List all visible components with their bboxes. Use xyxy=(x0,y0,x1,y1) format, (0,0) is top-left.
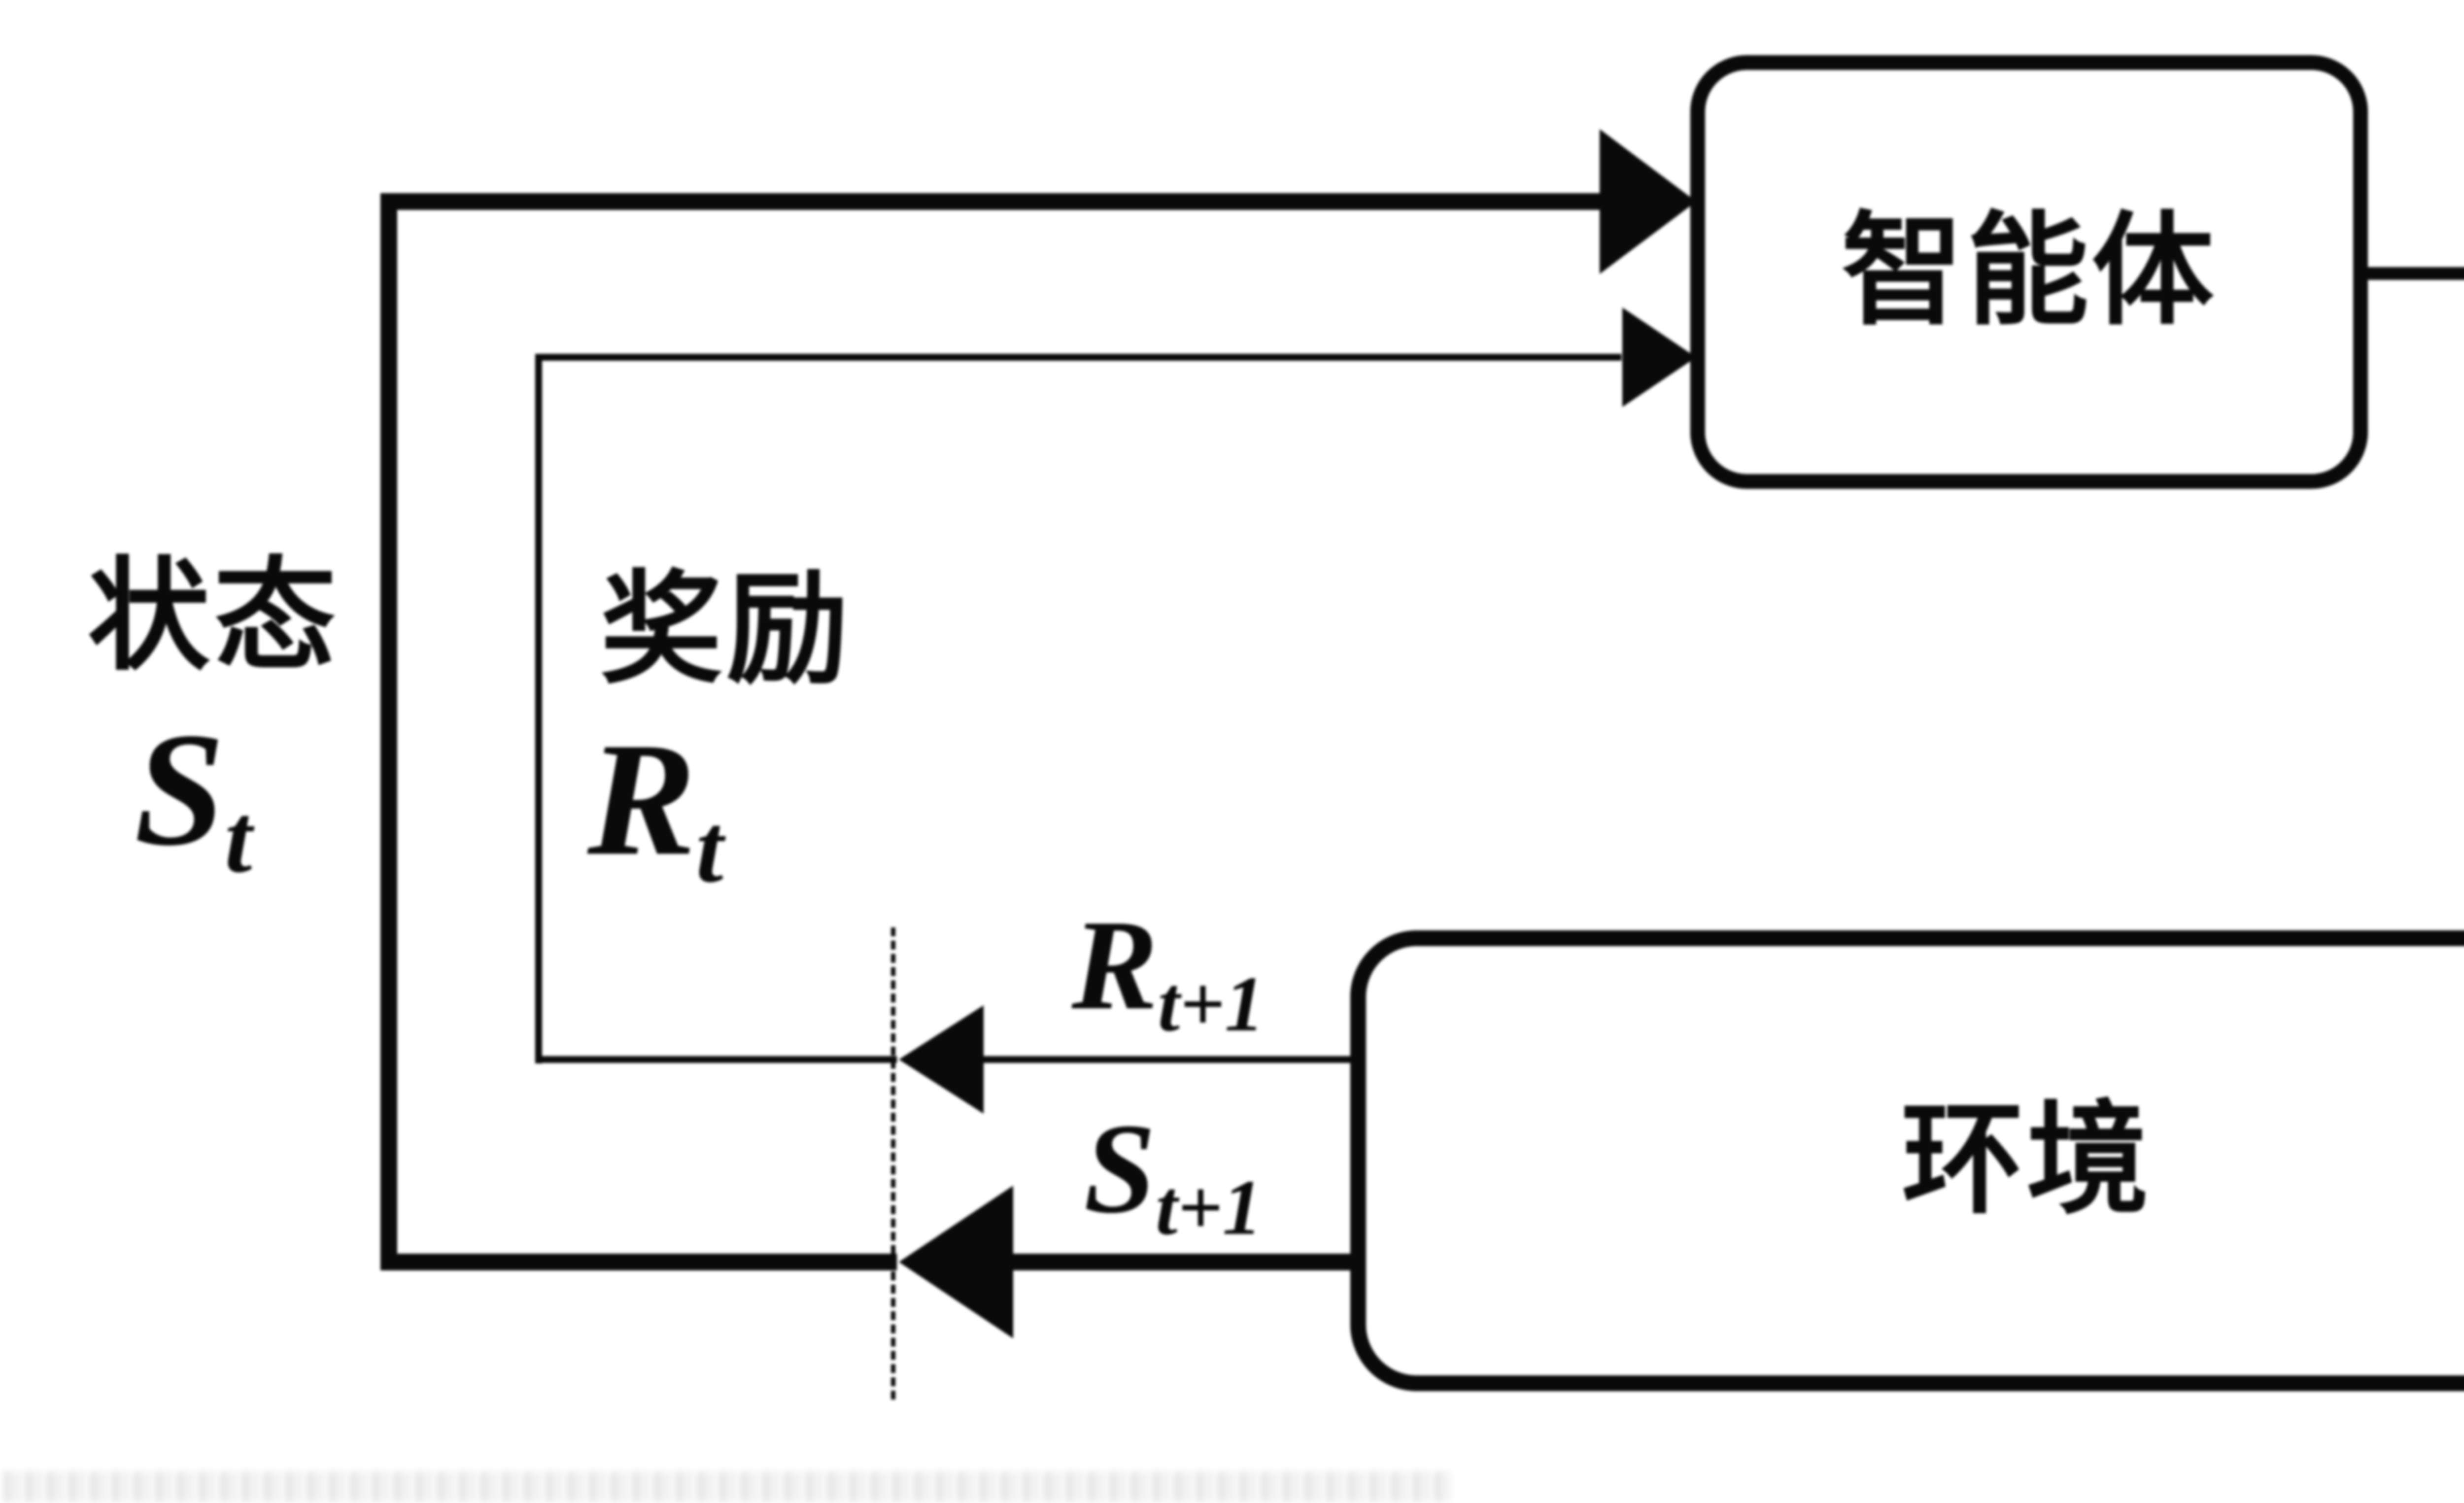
state-line-top-horizontal xyxy=(380,193,1602,210)
reward-line-top-horizontal xyxy=(535,354,1621,361)
agent-label: 智能体 xyxy=(1841,204,2217,340)
reward-symbol: Rt xyxy=(587,718,723,898)
reward-line-bottom-left-horizontal xyxy=(535,1056,897,1063)
reward-arrowhead-into-agent xyxy=(1622,307,1696,407)
reward-label: 奖励 xyxy=(600,563,853,698)
state-symbol: St xyxy=(134,708,252,888)
state-label: 状态 xyxy=(88,549,340,685)
reward-symbol-main: R xyxy=(587,709,696,889)
state-arrowhead-into-agent xyxy=(1600,129,1696,274)
next-state-line-from-environment xyxy=(1009,1254,1352,1270)
next-reward-symbol-subscript: t+1 xyxy=(1158,959,1265,1048)
action-line-top-horizontal xyxy=(2361,267,2464,280)
next-state-symbol-subscript: t+1 xyxy=(1156,1163,1262,1251)
time-boundary-dashed-line xyxy=(891,927,895,1400)
state-line-bottom-left-horizontal xyxy=(380,1254,897,1270)
agent-box: 智能体 xyxy=(1690,55,2368,489)
next-state-symbol-main: S xyxy=(1084,1097,1156,1240)
next-reward-symbol-main: R xyxy=(1071,893,1158,1037)
environment-label: 环境 xyxy=(1901,1093,2152,1229)
cropped-caption-artifact xyxy=(5,1471,1449,1502)
next-state-symbol: St+1 xyxy=(1084,1104,1262,1247)
reward-line-vertical xyxy=(535,354,542,1063)
next-reward-line-from-environment xyxy=(980,1056,1352,1063)
environment-box: 环境 xyxy=(1350,930,2464,1391)
state-symbol-main: S xyxy=(134,699,225,880)
state-symbol-subscript: t xyxy=(224,784,252,893)
state-line-vertical xyxy=(380,193,397,1270)
next-state-arrowhead-at-boundary xyxy=(899,1186,1013,1338)
reward-symbol-subscript: t xyxy=(696,794,723,903)
next-reward-arrowhead-at-boundary xyxy=(899,1005,984,1114)
next-reward-symbol: Rt+1 xyxy=(1072,900,1264,1043)
